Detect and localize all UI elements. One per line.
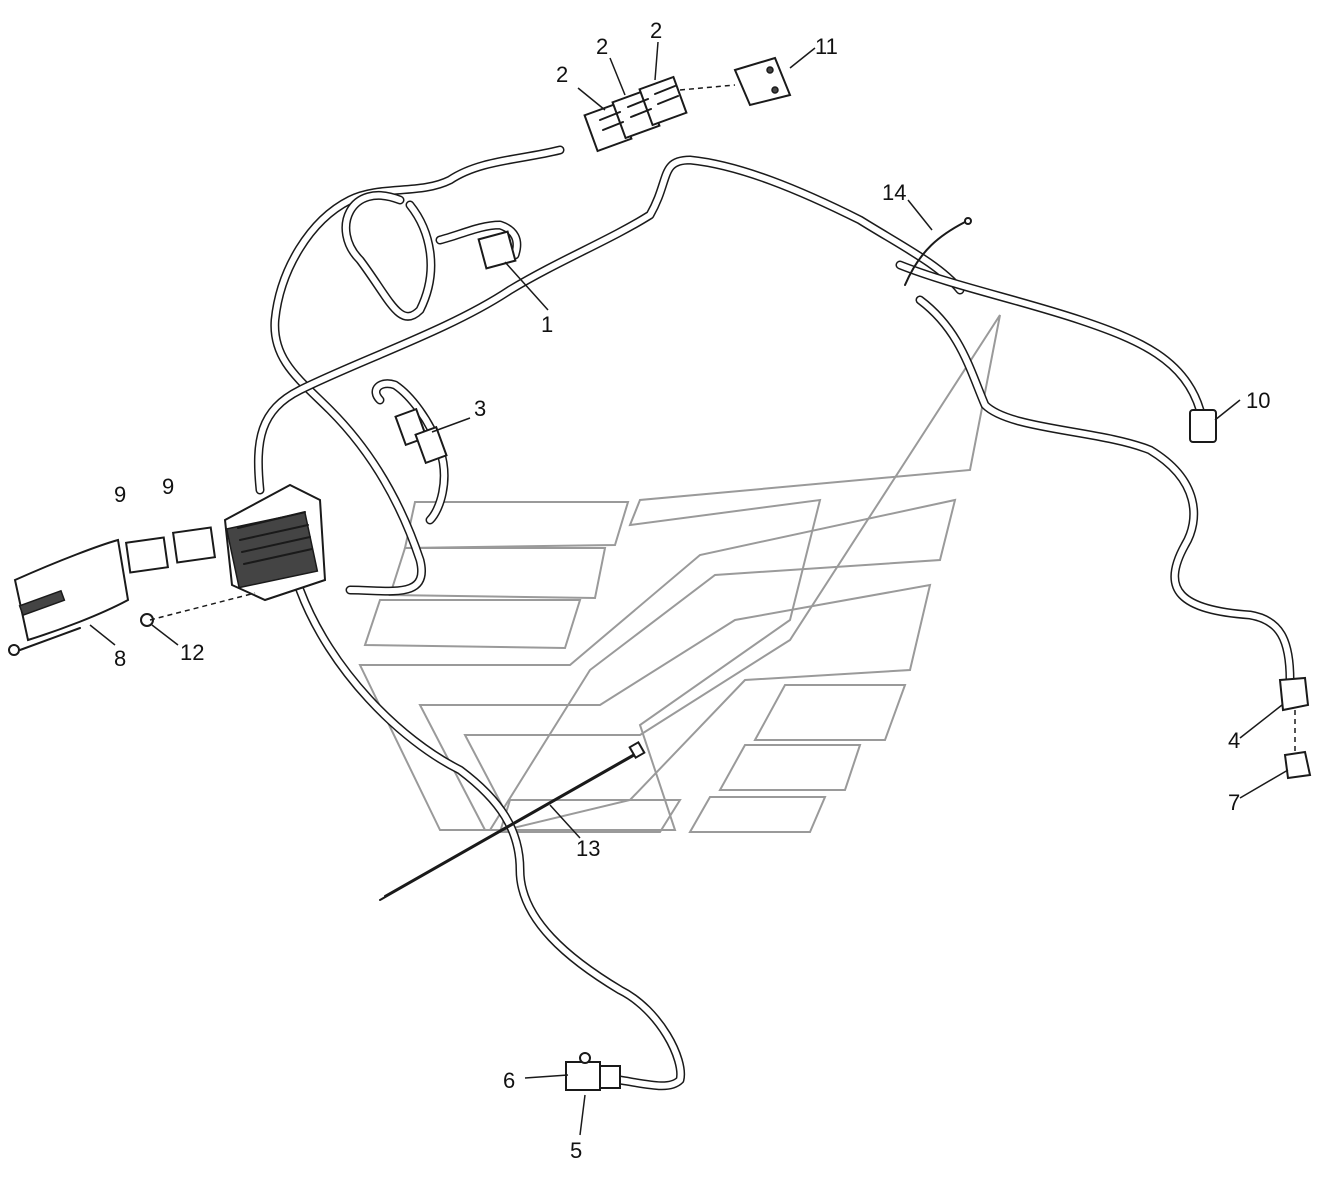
brand-logo-watermark (358, 314, 1001, 833)
callout-9a: 9 (114, 482, 126, 507)
connector-1 (477, 230, 517, 270)
callout-8: 8 (114, 646, 126, 671)
callout-7: 7 (1228, 790, 1240, 815)
callout-labels: 1 2 2 2 3 4 5 6 7 8 9 9 10 11 12 13 14 (114, 18, 1270, 1163)
callout-11: 11 (815, 34, 838, 59)
assembly-lines (149, 84, 1296, 752)
relay-left (124, 536, 170, 574)
fuse-box (223, 483, 327, 602)
connector-5-6 (565, 1052, 621, 1091)
connector-10 (1189, 409, 1217, 443)
callout-5: 5 (570, 1138, 582, 1163)
relay-right (171, 526, 217, 564)
callout-14: 14 (882, 180, 906, 205)
connector-4 (1278, 676, 1310, 712)
fuse-box-cover (8, 538, 130, 656)
bracket-7 (1283, 750, 1312, 780)
cable-tie (379, 740, 646, 901)
callout-13: 13 (576, 836, 600, 861)
callout-6: 6 (503, 1068, 515, 1093)
ground-wire (904, 217, 972, 286)
connector-group-2 (583, 75, 688, 153)
callout-4: 4 (1228, 728, 1240, 753)
callout-2a: 2 (556, 62, 568, 87)
callout-10: 10 (1246, 388, 1270, 413)
callout-2c: 2 (650, 18, 662, 43)
callout-2b: 2 (596, 34, 608, 59)
connector-3 (394, 407, 448, 465)
callout-1: 1 (541, 312, 553, 337)
callout-12: 12 (180, 640, 204, 665)
callout-3: 3 (474, 396, 486, 421)
leader-lines (89, 41, 1289, 1136)
wiring-harness (253, 145, 1295, 1091)
callout-9b: 9 (162, 474, 174, 499)
connector-11 (733, 56, 792, 107)
